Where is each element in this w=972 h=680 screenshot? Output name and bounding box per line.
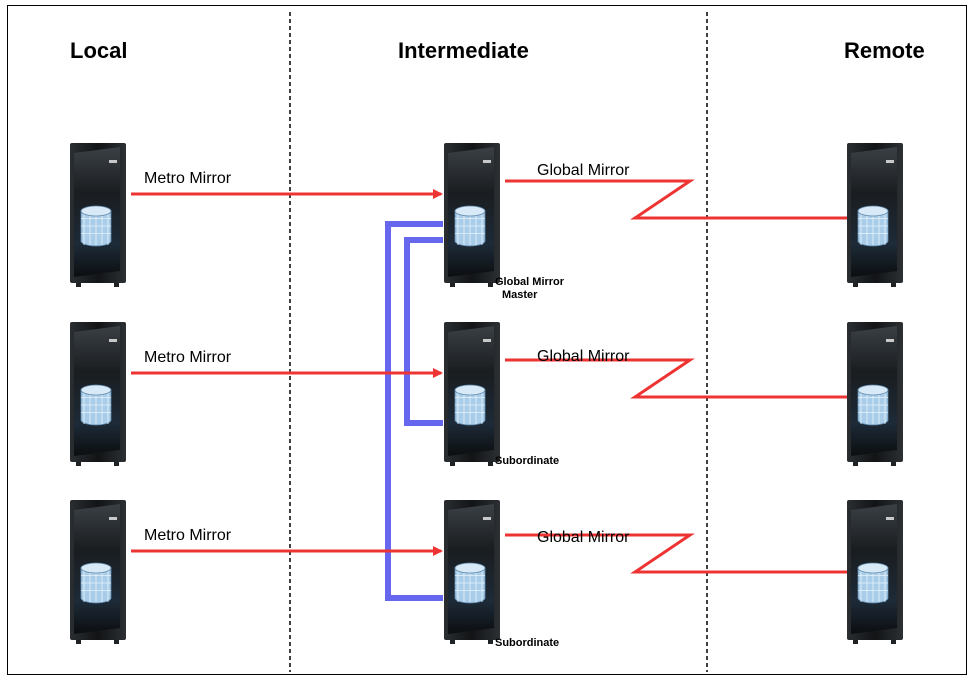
role-label-1-line2: Master xyxy=(502,289,538,301)
storage-foot xyxy=(76,640,81,644)
disk-cylinder-icon xyxy=(80,205,112,247)
storage-logo xyxy=(109,517,117,520)
storage-foot xyxy=(891,640,896,644)
role-label-3: Subordinate xyxy=(495,637,560,649)
storage-foot xyxy=(891,462,896,466)
storage-foot xyxy=(450,283,455,287)
column-title-local: Local xyxy=(70,38,128,63)
metro-mirror-label-3: Metro Mirror xyxy=(144,527,232,544)
disk-cylinder-icon xyxy=(857,562,889,604)
disk-cylinder-icon xyxy=(80,562,112,604)
role-label-1-line1: Global Mirror xyxy=(495,276,565,288)
storage-foot xyxy=(114,462,119,466)
metro-mirror-label-2: Metro Mirror xyxy=(144,349,232,366)
storage-system-icon-remote-2 xyxy=(847,322,903,466)
storage-logo xyxy=(483,160,491,163)
global-mirror-label-2: Global Mirror xyxy=(537,348,630,365)
storage-system-icon-remote-3 xyxy=(847,500,903,644)
storage-logo xyxy=(886,517,894,520)
disk-cylinder-icon xyxy=(454,205,486,247)
global-mirror-label-3: Global Mirror xyxy=(537,529,630,546)
storage-foot xyxy=(488,640,493,644)
storage-foot xyxy=(488,283,493,287)
storage-system-icon-remote-1 xyxy=(847,143,903,287)
storage-system-icon-intermediate-1 xyxy=(444,143,500,287)
disk-cylinder-icon xyxy=(857,384,889,426)
storage-foot xyxy=(76,462,81,466)
disk-cylinder-icon xyxy=(857,205,889,247)
global-mirror-arrow-3 xyxy=(505,533,860,577)
storage-logo xyxy=(109,160,117,163)
storage-foot xyxy=(450,640,455,644)
column-title-remote: Remote xyxy=(844,38,925,63)
storage-foot xyxy=(853,640,858,644)
storage-system-icon-local-3 xyxy=(70,500,126,644)
global-mirror-arrow-2 xyxy=(505,358,860,402)
storage-foot xyxy=(853,462,858,466)
control-path-master-to-subordinate-2 xyxy=(404,237,443,426)
storage-system-icon-local-1 xyxy=(70,143,126,287)
diagram-border xyxy=(7,5,967,675)
control-path-master-to-subordinate-3 xyxy=(385,221,443,601)
storage-foot xyxy=(853,283,858,287)
disk-cylinder-icon xyxy=(80,384,112,426)
storage-logo xyxy=(886,160,894,163)
storage-foot xyxy=(891,283,896,287)
storage-logo xyxy=(483,339,491,342)
disk-cylinder-icon xyxy=(454,384,486,426)
storage-units xyxy=(70,143,903,644)
storage-logo xyxy=(886,339,894,342)
global-mirror-arrow-1 xyxy=(505,179,860,223)
storage-system-icon-local-2 xyxy=(70,322,126,466)
storage-logo xyxy=(109,339,117,342)
storage-system-icon-intermediate-3 xyxy=(444,500,500,644)
storage-foot xyxy=(114,283,119,287)
disk-cylinder-icon xyxy=(454,562,486,604)
storage-foot xyxy=(76,283,81,287)
storage-foot xyxy=(114,640,119,644)
role-label-2: Subordinate xyxy=(495,455,560,467)
storage-foot xyxy=(488,462,493,466)
storage-foot xyxy=(450,462,455,466)
global-mirror-label-1: Global Mirror xyxy=(537,162,630,179)
column-title-intermediate: Intermediate xyxy=(398,38,529,63)
control-paths xyxy=(385,221,443,601)
replication-arrows xyxy=(131,179,860,577)
metro-mirror-label-1: Metro Mirror xyxy=(144,170,232,187)
storage-system-icon-intermediate-2 xyxy=(444,322,500,466)
storage-logo xyxy=(483,517,491,520)
